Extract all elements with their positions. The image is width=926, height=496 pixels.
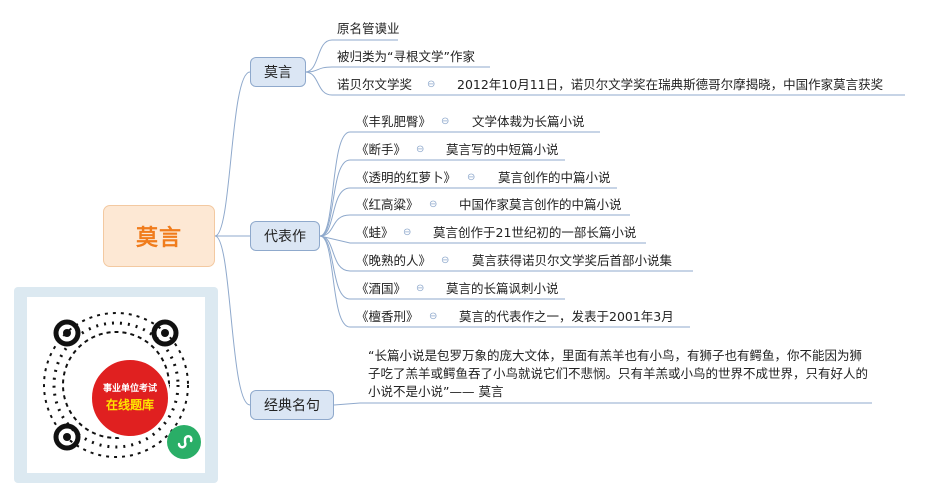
work-title: 《红高粱》	[356, 197, 419, 212]
qr-badge-line2: 在线题库	[105, 398, 154, 412]
work-title: 《丰乳肥臀》	[356, 114, 432, 129]
branch-label: 经典名句	[264, 398, 320, 414]
work-title: 《酒国》	[356, 281, 407, 296]
mini-program-icon	[167, 425, 201, 459]
root-node[interactable]: 莫言	[103, 205, 215, 267]
leaf-nobel-note: 2012年10月11日，诺贝尔文学奖在瑞典斯德哥尔摩揭晓，中国作家莫言获奖	[457, 77, 884, 92]
work-title: 《透明的红萝卜》	[356, 170, 457, 185]
work-note: 莫言获得诺贝尔文学奖后首部小说集	[472, 253, 673, 268]
work-note: 莫言创作的中篇小说	[498, 170, 611, 185]
branch-moyan[interactable]: 莫言	[250, 57, 306, 87]
classic-quote: “长篇小说是包罗万象的庞大文体，里面有羔羊也有小鸟，有狮子也有鳄鱼，你不能因为狮…	[368, 348, 869, 399]
work-title: 《晚熟的人》	[356, 253, 432, 268]
qr-badge-line1: 事业单位考试	[102, 384, 157, 394]
work-note: 莫言的长篇讽刺小说	[446, 281, 559, 296]
collapse-icon[interactable]: ⊖	[429, 311, 438, 322]
work-note: 莫言的代表作之一，发表于2001年3月	[459, 309, 674, 324]
work-note: 中国作家莫言创作的中篇小说	[459, 197, 622, 212]
leaf-classification: 被归类为“寻根文学”作家	[337, 49, 475, 64]
work-note: 莫言写的中短篇小说	[446, 142, 559, 157]
collapse-icon[interactable]: ⊖	[441, 116, 450, 127]
branch-works[interactable]: 代表作	[250, 221, 320, 251]
leaf-original-name: 原名管谟业	[337, 21, 400, 36]
collapse-icon[interactable]: ⊖	[416, 283, 425, 294]
qr-code[interactable]: 事业单位考试 在线题库	[27, 297, 205, 473]
root-label: 莫言	[135, 226, 182, 251]
branch-label: 莫言	[264, 65, 292, 81]
collapse-icon[interactable]: ⊖	[429, 199, 438, 210]
collapse-icon[interactable]: ⊖	[416, 144, 425, 155]
leaf-nobel-prize: 诺贝尔文学奖	[337, 77, 413, 92]
work-note: 莫言创作于21世纪初的一部长篇小说	[433, 225, 637, 240]
collapse-icon[interactable]: ⊖	[441, 255, 450, 266]
qr-pattern	[43, 312, 189, 458]
collapse-icon[interactable]: ⊖	[427, 79, 436, 90]
collapse-icon[interactable]: ⊖	[403, 227, 412, 238]
collapse-icon[interactable]: ⊖	[467, 172, 476, 183]
work-title: 《檀香刑》	[356, 309, 419, 324]
work-title: 《蛙》	[356, 225, 394, 240]
work-title: 《断手》	[356, 142, 407, 157]
qr-center-badge: 事业单位考试 在线题库	[89, 357, 171, 439]
branch-quote[interactable]: 经典名句	[250, 390, 334, 420]
branch-label: 代表作	[264, 229, 306, 245]
qr-code-frame: 事业单位考试 在线题库	[14, 287, 218, 483]
work-note: 文学体裁为长篇小说	[472, 114, 585, 129]
